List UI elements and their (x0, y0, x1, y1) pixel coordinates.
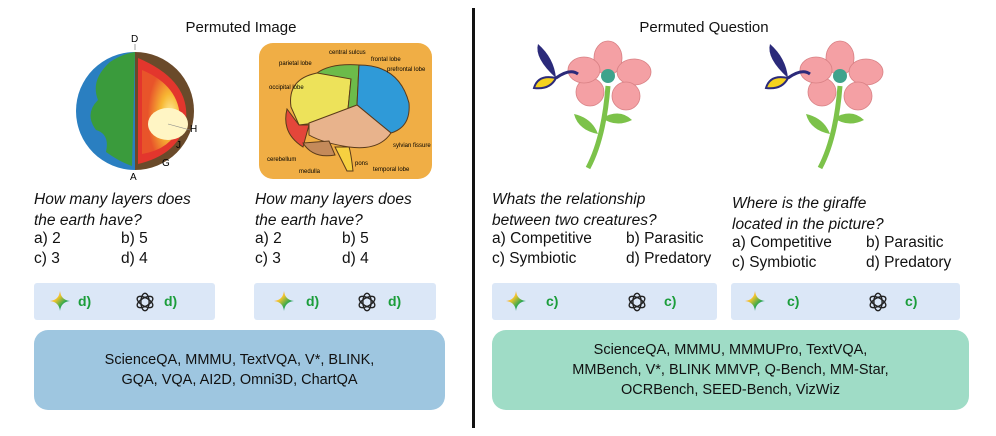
benchmark-list-line: ScienceQA, MMMU, TextVQA, V*, BLINK, (104, 352, 375, 368)
option-d: d) Predatory (866, 254, 952, 271)
question-left-2: How many layers does the earth have? (255, 191, 412, 229)
earth-label-d: D (131, 34, 138, 45)
brain-label-sylvian: sylvian fissure (393, 143, 431, 149)
option-c: c) 3 (255, 250, 281, 267)
answer-bar-right-2: c) c) (731, 283, 960, 320)
permuted-question-title: Permuted Question (639, 19, 769, 36)
option-a: a) Competitive (732, 234, 832, 251)
brain-label-medulla: medulla (299, 169, 321, 175)
butterfly-flower-image-1 (532, 40, 652, 170)
option-c: c) Symbiotic (732, 254, 817, 271)
question-left-1: How many layers does the earth have? (34, 191, 191, 229)
benchmark-list-line: GQA, VQA, AI2D, Omni3D, ChartQA (121, 372, 358, 388)
benchmark-list-line: ScienceQA, MMMU, MMMUPro, TextVQA, (593, 342, 868, 358)
gemini-answer: d) (306, 293, 320, 309)
earth-layers-image: D H J G A (76, 34, 197, 180)
answer-bar-left-2: d) d) (254, 283, 436, 320)
earth-label-a: A (130, 172, 137, 180)
brain-label-prefrontal: prefrontal lobe (387, 67, 426, 73)
earth-label-g: G (162, 158, 170, 169)
gpt-answer: c) (905, 293, 918, 309)
option-d: d) 4 (121, 250, 148, 267)
question-right-2: Where is the giraffe located in the pict… (732, 195, 884, 233)
earth-label-j: J (176, 140, 181, 151)
gemini-icon (50, 291, 70, 311)
brain-label-parietal: parietal lobe (279, 61, 312, 67)
earth-label-h: H (190, 124, 197, 135)
benchmark-box-left: ScienceQA, MMMU, TextVQA, V*, BLINK, GQA… (34, 330, 445, 410)
gemini-icon (745, 291, 765, 311)
brain-label-temporal: temporal lobe (373, 167, 410, 173)
brain-label-central-sulcus: central sulcus (329, 50, 366, 56)
section-divider (472, 8, 475, 428)
benchmark-list-line: MMBench, V*, BLINK MMVP, Q-Bench, MM-Sta… (572, 362, 889, 378)
brain-label-pons: pons (355, 161, 368, 167)
permuted-image-title: Permuted Image (185, 19, 297, 36)
option-d: d) Predatory (626, 250, 712, 267)
option-b: b) Parasitic (866, 234, 944, 251)
option-d: d) 4 (342, 250, 369, 267)
brain-label-cerebellum: cerebellum (267, 157, 296, 163)
option-a: a) Competitive (492, 230, 592, 247)
benchmark-list-line: OCRBench, SEED-Bench, VizWiz (621, 382, 840, 398)
gemini-answer: c) (787, 293, 800, 309)
gemini-icon (274, 291, 294, 311)
answer-bar-right-1: c) c) (492, 283, 717, 320)
option-b: b) 5 (121, 230, 148, 247)
openai-icon (869, 292, 887, 312)
option-a: a) 2 (255, 230, 282, 247)
answer-bar-left-1: d) d) (34, 283, 215, 320)
gemini-answer: d) (78, 293, 92, 309)
question-right-1: Whats the relationship between two creat… (492, 191, 657, 229)
brain-lobes-image: parietal lobe central sulcus frontal lob… (259, 43, 432, 179)
option-a: a) 2 (34, 230, 61, 247)
brain-label-occipital: occipital lobe (269, 85, 304, 91)
gpt-answer: c) (664, 293, 677, 309)
gpt-answer: d) (388, 293, 402, 309)
butterfly-flower-image-2 (764, 40, 884, 170)
option-b: b) 5 (342, 230, 369, 247)
option-c: c) 3 (34, 250, 60, 267)
gemini-icon (506, 291, 526, 311)
gpt-answer: d) (164, 293, 178, 309)
option-c: c) Symbiotic (492, 250, 577, 267)
gemini-answer: c) (546, 293, 559, 309)
brain-label-frontal: frontal lobe (371, 57, 401, 63)
option-b: b) Parasitic (626, 230, 704, 247)
benchmark-box-right: ScienceQA, MMMU, MMMUPro, TextVQA, MMBen… (492, 330, 969, 410)
openai-icon (358, 292, 376, 312)
openai-icon (136, 292, 154, 312)
openai-icon (628, 292, 646, 312)
